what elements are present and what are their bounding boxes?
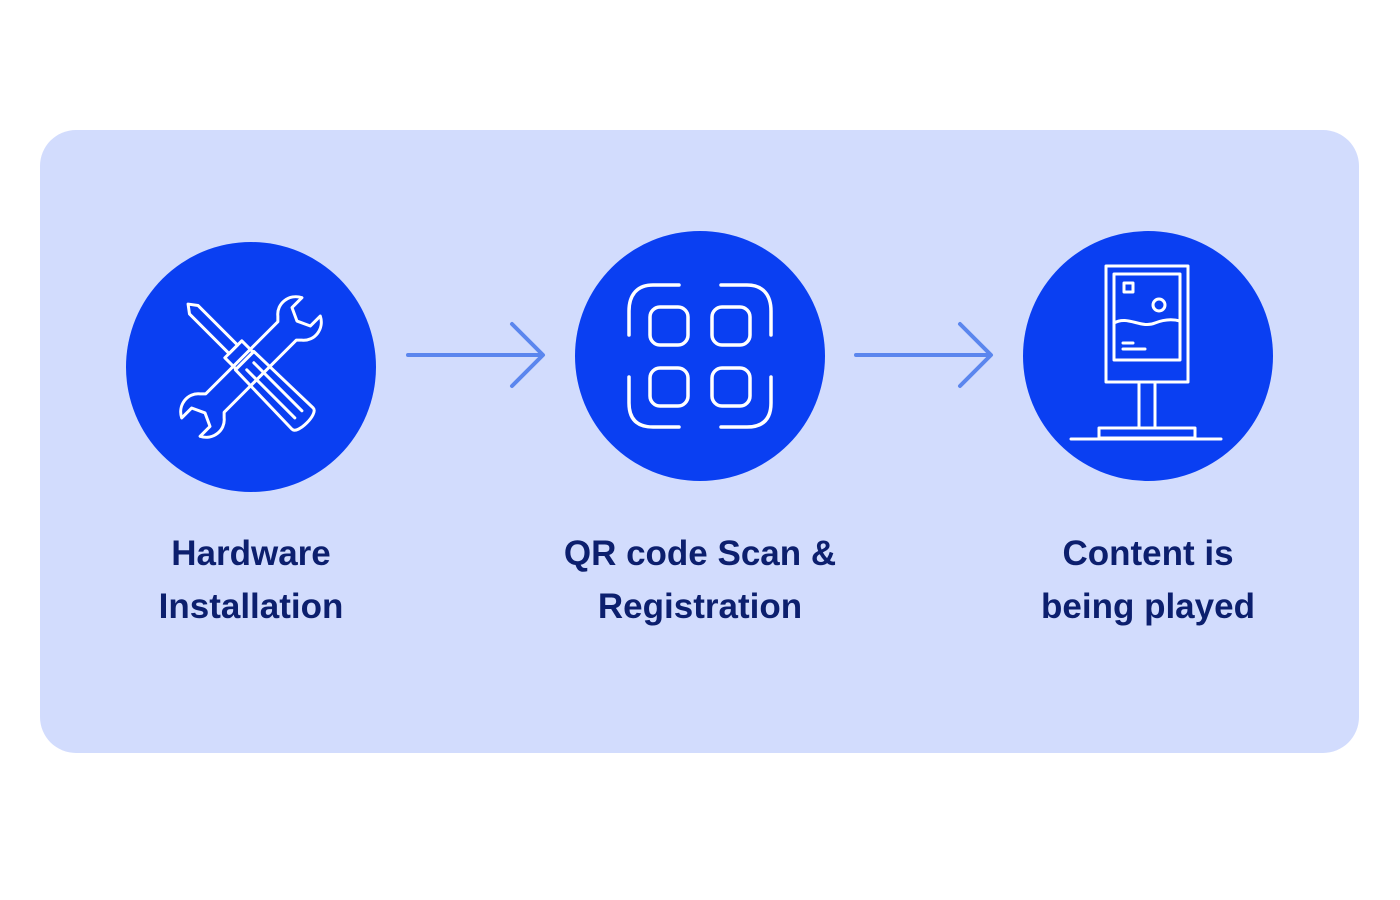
step-3-label-line2: being played <box>1041 587 1255 626</box>
tools-icon <box>179 295 323 439</box>
digital-signage-icon <box>1069 264 1223 441</box>
step-2-label: QR code Scan & Registration <box>540 527 860 633</box>
step-1-label: Hardware Installation <box>91 527 411 633</box>
qr-scan-icon <box>627 283 773 429</box>
arrow-right-icon <box>854 322 993 388</box>
step-3-label: Content is being played <box>988 527 1308 633</box>
step-1-label-line2: Installation <box>158 587 344 626</box>
step-2-label-line1: QR code Scan & <box>563 534 837 573</box>
step-content-played: Content is being played <box>988 130 1308 753</box>
workflow-panel: Hardware Installation <box>40 130 1359 753</box>
step-2-circle <box>575 231 825 481</box>
step-hardware-installation: Hardware Installation <box>91 130 411 753</box>
step-3-label-line1: Content is <box>1062 534 1234 573</box>
step-1-circle <box>126 242 376 492</box>
arrow-right-icon <box>406 322 545 388</box>
step-qr-scan-registration: QR code Scan & Registration <box>540 130 860 753</box>
step-3-circle <box>1023 231 1273 481</box>
step-2-label-line2: Registration <box>597 587 803 626</box>
step-1-label-line1: Hardware <box>171 534 331 573</box>
